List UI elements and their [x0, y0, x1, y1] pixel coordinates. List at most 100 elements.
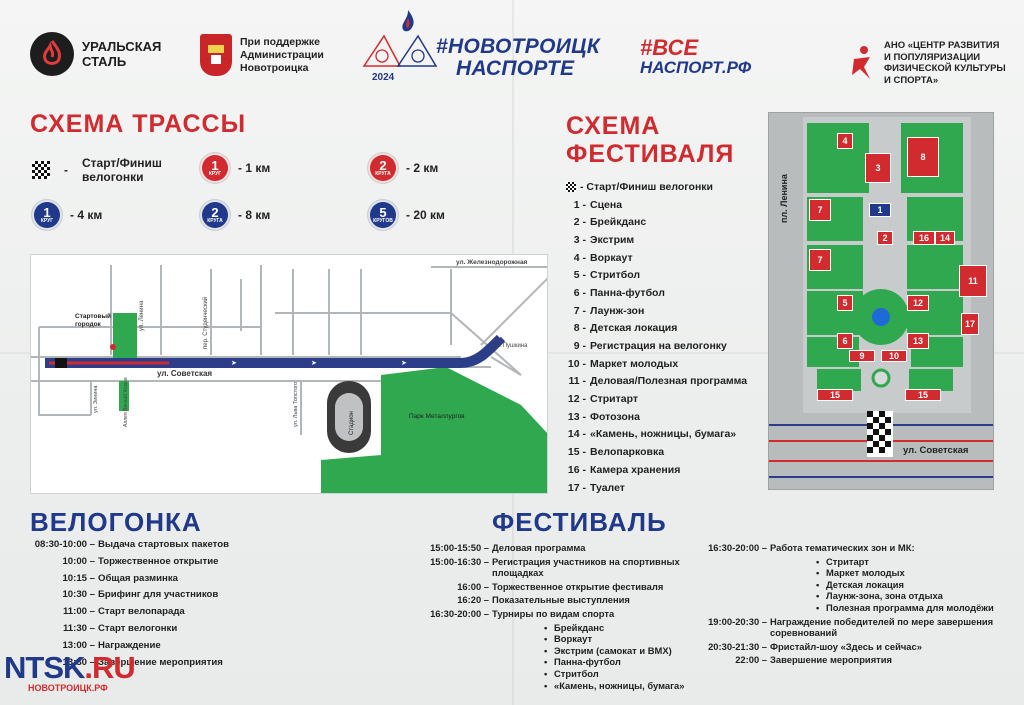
schedule-time: 10:00 – [62, 555, 95, 567]
schedule-row: 20:30-21:30 –Фристайл-шоу «Здесь и сейча… [690, 641, 1000, 653]
schedule-time: 11:00 – [62, 606, 95, 618]
circle-badge-icon: 2 КРУГА [368, 153, 398, 183]
watermark-main-b: .RU [84, 650, 135, 685]
watermark-sub: НОВОТРОИЦК.РФ [28, 683, 108, 693]
map-zone-marker: 11 [959, 265, 987, 297]
ntsk-watermark: NTSK.RU НОВОТРОИЦК.РФ [4, 650, 136, 693]
bullet-item: Панна-футбол [542, 656, 732, 668]
schedule-row: 10:00 –Торжественное открытие [28, 554, 268, 571]
festival-scheme-title: СХЕМА ФЕСТИВАЛЯ [566, 112, 734, 168]
schedule-desc: Деловая программа [492, 542, 586, 553]
schedule-time: 08:30-10:00 – [34, 539, 95, 550]
festival-schedule-col2: 16:30-20:00 –Работа тематических зон и М… [690, 542, 1000, 668]
bullet-item: Детская локация [814, 579, 1000, 591]
bullet-item: Воркаут [542, 633, 732, 645]
badge-sub: КРУГОВ [373, 217, 393, 224]
schedule-time: 16:30-20:00 – [708, 542, 767, 553]
schedule-time: 13:30 – [62, 656, 95, 668]
schedule-desc: Старт велогонки [98, 622, 178, 634]
item-label: Камера хранения [590, 463, 681, 476]
legend-label: Старт/Финиш велогонки [82, 156, 162, 184]
legend-label: - 8 км [238, 208, 271, 222]
flame-icon [30, 32, 74, 76]
bullet-item: Полезная программа для молодёжи [814, 602, 1000, 614]
list-item: 6 -Панна-футбол [560, 284, 770, 302]
item-label: Брейкданс [590, 216, 647, 229]
list-item: 10 -Маркет молодых [560, 355, 770, 373]
item-number: 9 - [573, 340, 586, 353]
schedule-time: 13:00 – [62, 639, 95, 651]
item-label: Велопарковка [590, 446, 665, 459]
map-zone-marker: 7 [809, 199, 831, 221]
map-street-label: Аллея Вечной Жизни [123, 377, 129, 427]
map-zone-marker: 15 [817, 389, 853, 401]
schedule-desc: Работа тематических зон и МК: [770, 542, 915, 553]
badge-number: 2 [211, 204, 219, 220]
bullet-item: Стритарт [814, 556, 1000, 568]
administration-logo: При поддержке Администрации Новотроицка [200, 34, 324, 76]
schedule-desc: Торжественное открытие фестиваля [492, 580, 664, 592]
schedule-row: 16:00 –Торжественное открытие фестиваля [412, 581, 732, 593]
list-item: 9 -Регистрация на велогонку [560, 337, 770, 355]
bullet-item: Лаунж-зона, зона отдыха [814, 590, 1000, 602]
route-scheme-title: СХЕМА ТРАССЫ [30, 110, 247, 138]
ural-steel-name: УРАЛЬСКАЯ СТАЛЬ [82, 39, 162, 69]
map-street-label: ул. Пушкина [493, 343, 528, 349]
map-street-label: ул. Ленина [139, 300, 145, 331]
schedule-desc: Турниры по видам спорта [492, 607, 615, 619]
legend-20km: 5 КРУГОВ - 20 км [368, 200, 445, 230]
route-arrow: ➤ [311, 360, 317, 367]
item-label: Стритбол [590, 269, 641, 282]
list-item: 17 -Туалет [560, 479, 770, 497]
schedule-time: 11:30 – [62, 622, 95, 634]
bullet-item: Стритбол [542, 668, 732, 680]
list-item: 1 -Сцена [560, 196, 770, 214]
festival-title: ФЕСТИВАЛЬ [492, 507, 667, 537]
map-start-town-label: Стартовый городок [75, 313, 111, 328]
legend-8km: 2 КРУГА - 8 км [200, 200, 270, 230]
schedule-row: 08:30-10:00 –Выдача стартовых пакетов [28, 537, 268, 554]
festival-scheme-title-line2: ФЕСТИВАЛЯ [566, 140, 735, 168]
schedule-desc: Показательные выступления [492, 594, 630, 606]
route-arrow: ➤ [231, 360, 237, 367]
route-map: ➤ ➤ ➤ ул. Железнодорожная Стартовый горо… [30, 254, 548, 494]
schedule-row: 10:30 –Брифинг для участников [28, 587, 268, 604]
list-item: 8 -Детская локация [560, 320, 770, 338]
route-arrow: ➤ [401, 360, 407, 367]
item-label: Воркаут [590, 251, 633, 264]
list-item: 4 - Воркаут [560, 249, 770, 267]
map-street-label: ул. Зинина [93, 385, 99, 414]
map-zone-marker: 7 [809, 249, 831, 271]
badge-number: 1 [211, 157, 219, 173]
item-number: 4 - [573, 251, 586, 264]
map-zone-marker: 15 [905, 389, 941, 401]
schedule-time: 16:30-20:00 – [430, 607, 489, 619]
legend-dash: - [64, 163, 68, 177]
map-zone-marker: 13 [907, 333, 929, 349]
circle-badge-icon: 2 КРУГА [200, 200, 230, 230]
schedule-row: 15:00-15:50 –Деловая программа [412, 542, 732, 554]
map-street-label: ул. Советская [903, 445, 969, 456]
schedule-time: 16:00 – [457, 580, 489, 592]
schedule-desc: Регистрация участников на спортивных пло… [492, 555, 680, 579]
velogonka-title: ВЕЛОГОНКА [30, 507, 202, 537]
item-number: 16 - [567, 463, 586, 476]
list-item: 11 -Деловая/Полезная программа [560, 373, 770, 391]
item-number: 12 - [567, 393, 586, 406]
legend-2km: 2 КРУГА - 2 км [368, 153, 438, 183]
map-zone-marker: 8 [907, 137, 939, 177]
badge-number: 1 [43, 204, 51, 220]
festival-hashtag-line2: НАСПОРТЕ [456, 57, 575, 80]
item-label: Лаунж-зон [590, 304, 645, 317]
schedule-time: 20:30-21:30 – [708, 640, 767, 652]
item-number: 5 - [573, 269, 586, 282]
map-street-label: пер. Студенческий [203, 296, 209, 349]
map-zone-marker: 6 [837, 333, 853, 349]
legend-4km: 1 КРУГ - 4 км [32, 200, 102, 230]
legend-label: - 4 км [70, 208, 103, 222]
list-item: 15 -Велопарковка [560, 443, 770, 461]
item-number: 6 - [573, 286, 586, 299]
